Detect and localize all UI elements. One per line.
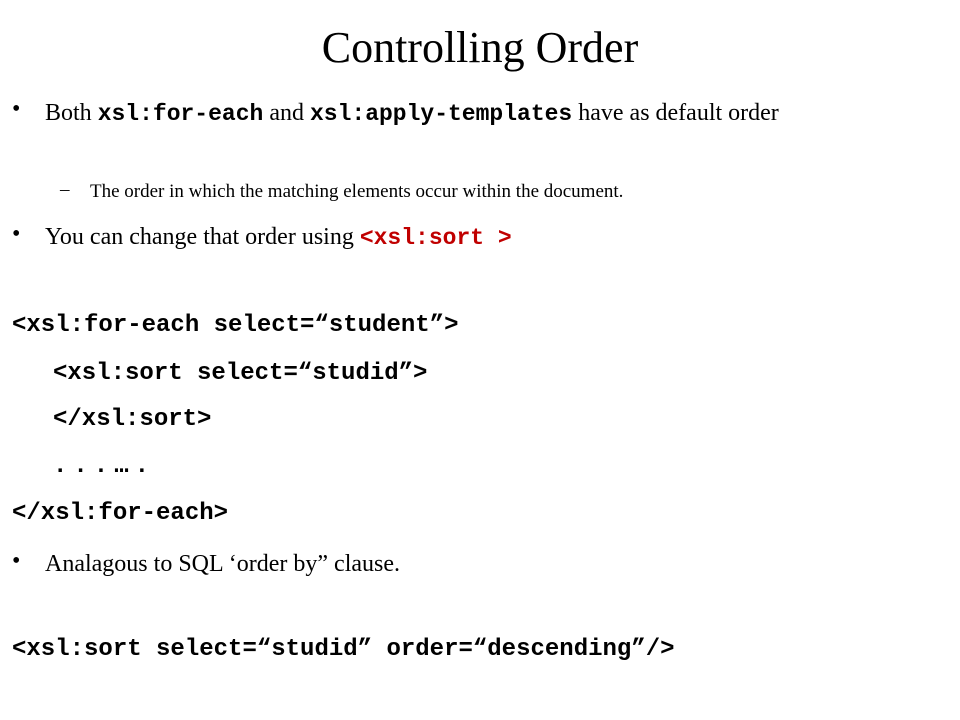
bullet-dot: • (12, 96, 21, 122)
bullet-2-text-a: You can change that order using (45, 224, 360, 250)
sub-bullet-1-text: The order in which the matching elements… (90, 181, 624, 202)
bullet-dot: • (12, 221, 21, 247)
xsl-for-each-code: xsl:for-each (97, 101, 264, 127)
code-line-5: </xsl:for-each> (12, 500, 229, 527)
bullet-1-text: Both xsl:for-each and xsl:apply-template… (45, 94, 925, 133)
bullet-1-text-a: Both (45, 100, 98, 126)
slide-title: Controlling Order (321, 23, 639, 72)
code-line-3: </xsl:sort> (53, 406, 212, 433)
xsl-apply-templates-code: xsl:apply-templates (309, 101, 573, 127)
bullet-2-text: You can change that order using <xsl:sor… (45, 218, 925, 257)
bullet-1-text-c: have as default order (572, 100, 779, 126)
code-line-2: <xsl:sort select=“studid”> (53, 360, 428, 387)
bullet-3-text: Analagous to SQL ‘order by” clause. (45, 551, 401, 577)
code-sort-descending: <xsl:sort select=“studid” order=“descend… (12, 636, 675, 663)
bullet-1-text-b: and (263, 100, 310, 126)
xsl-sort-code: <xsl:sort > (359, 225, 512, 251)
sub-bullet-dash: – (60, 179, 70, 200)
bullet-dot: • (12, 548, 21, 574)
code-line-4: ...…. (53, 453, 156, 480)
code-line-1: <xsl:for-each select=“student”> (12, 312, 459, 339)
